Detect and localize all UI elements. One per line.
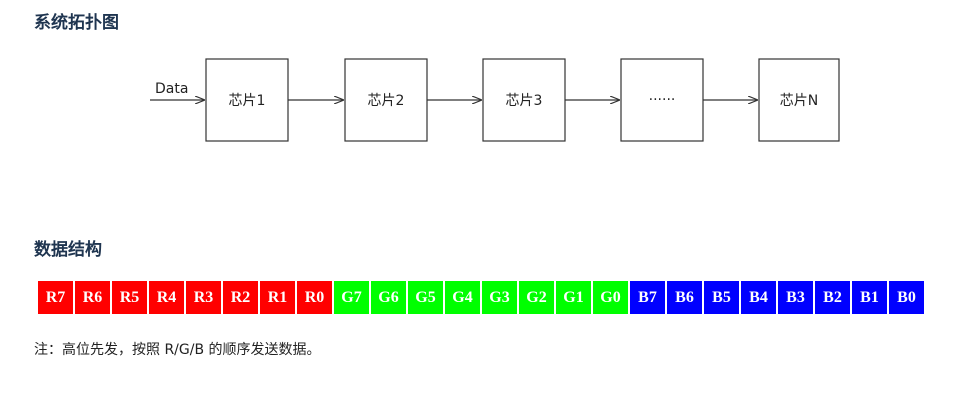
bit-b0: B0 bbox=[889, 281, 924, 314]
bit-b6: B6 bbox=[667, 281, 702, 314]
bit-r3: R3 bbox=[186, 281, 221, 314]
chip-box-1 bbox=[205, 58, 289, 142]
bit-r0: R0 bbox=[297, 281, 332, 314]
bit-g7: G7 bbox=[334, 281, 369, 314]
bit-r5: R5 bbox=[112, 281, 147, 314]
bit-g6: G6 bbox=[371, 281, 406, 314]
bit-b1: B1 bbox=[852, 281, 887, 314]
bit-g3: G3 bbox=[482, 281, 517, 314]
bit-b5: B5 bbox=[704, 281, 739, 314]
bit-b4: B4 bbox=[741, 281, 776, 314]
chip-label-2: 芯片2 bbox=[368, 93, 405, 109]
data-structure-section-title: 数据结构 bbox=[34, 240, 102, 260]
bit-g0: G0 bbox=[593, 281, 628, 314]
chip-box-n bbox=[758, 58, 840, 142]
topology-diagram: Data 芯片1 芯片2 芯片3 ······ 芯片N bbox=[150, 58, 840, 142]
bit-g2: G2 bbox=[519, 281, 554, 314]
bit-b2: B2 bbox=[815, 281, 850, 314]
data-input-label: Data bbox=[155, 81, 188, 97]
chip-label-n: 芯片N bbox=[780, 93, 818, 109]
bit-b3: B3 bbox=[778, 281, 813, 314]
chip-label-3: 芯片3 bbox=[506, 93, 543, 109]
bit-r1: R1 bbox=[260, 281, 295, 314]
bit-g5: G5 bbox=[408, 281, 443, 314]
chip-box-ellipsis bbox=[620, 58, 704, 142]
chip-label-1: 芯片1 bbox=[229, 93, 266, 109]
chip-label-ellipsis: ······ bbox=[649, 92, 676, 108]
bit-r6: R6 bbox=[75, 281, 110, 314]
topology-section-title: 系统拓扑图 bbox=[34, 13, 119, 33]
transmission-order-note: 注：高位先发，按照 R/G/B 的顺序发送数据。 bbox=[34, 342, 321, 358]
bit-r2: R2 bbox=[223, 281, 258, 314]
bit-g1: G1 bbox=[556, 281, 591, 314]
chip-box-2 bbox=[344, 58, 428, 142]
bit-r4: R4 bbox=[149, 281, 184, 314]
bit-b7: B7 bbox=[630, 281, 665, 314]
bit-r7: R7 bbox=[38, 281, 73, 314]
chip-box-3 bbox=[482, 58, 566, 142]
bit-g4: G4 bbox=[445, 281, 480, 314]
rgb-bit-sequence: R7 R6 R5 R4 R3 R2 R1 R0 G7 G6 G5 G4 G3 G… bbox=[38, 281, 924, 314]
